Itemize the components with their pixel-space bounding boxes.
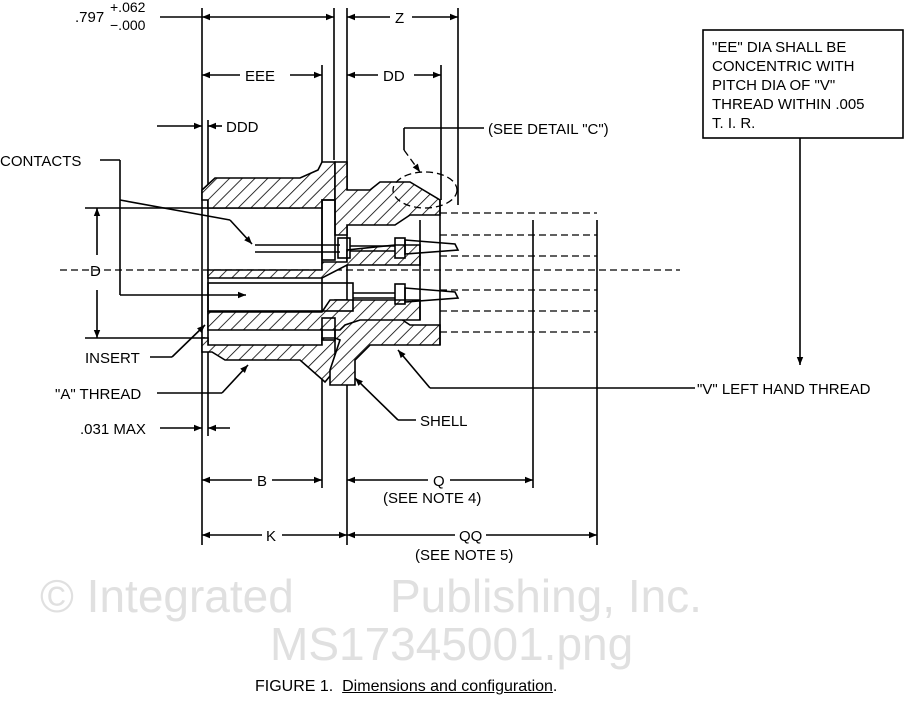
watermark: © Integrated Publishing, Inc. MS17345001…	[40, 570, 702, 670]
dimension-k: K	[202, 528, 347, 545]
svg-text:Q: Q	[433, 473, 445, 490]
dimension-overall: .797 +.062 −.000	[75, 0, 334, 33]
svg-text:Z: Z	[395, 10, 404, 27]
svg-text:PITCH DIA OF "V": PITCH DIA OF "V"	[712, 77, 835, 94]
svg-text:DDD: DDD	[226, 119, 259, 136]
svg-text:"A" THREAD: "A" THREAD	[55, 386, 141, 403]
svg-text:CONTACTS: CONTACTS	[0, 153, 81, 170]
svg-text:(SEE NOTE 5): (SEE NOTE 5)	[415, 547, 513, 564]
extension-lines	[85, 8, 598, 545]
concentricity-note-box: "EE" DIA SHALL BE CONCENTRIC WITH PITCH …	[702, 29, 904, 365]
svg-text:.031 MAX: .031 MAX	[80, 421, 146, 438]
svg-text:D: D	[90, 263, 101, 280]
connector-section	[201, 161, 460, 386]
svg-text:(SEE DETAIL "C"): (SEE DETAIL "C")	[488, 121, 609, 138]
svg-text:THREAD WITHIN .005: THREAD WITHIN .005	[712, 96, 865, 113]
svg-text:SHELL: SHELL	[420, 413, 468, 430]
callout-a-thread: "A" THREAD	[55, 364, 249, 403]
dimension-dd: DD	[347, 68, 441, 85]
svg-text:K: K	[266, 528, 276, 545]
dimension-qq: QQ (SEE NOTE 5)	[347, 528, 597, 564]
dimension-q: Q (SEE NOTE 4)	[347, 473, 533, 507]
svg-text:.797: .797	[75, 9, 104, 26]
dimension-z: Z	[347, 10, 458, 27]
svg-text:(SEE NOTE 4): (SEE NOTE 4)	[383, 490, 481, 507]
dimension-d: D	[90, 208, 101, 338]
svg-text:© Integrated: © Integrated	[40, 570, 294, 622]
svg-text:+.062: +.062	[110, 0, 146, 15]
figure-caption-end: .	[552, 678, 558, 695]
svg-text:INSERT: INSERT	[85, 350, 140, 367]
dimension-031-max: .031 MAX	[80, 421, 230, 438]
svg-text:B: B	[257, 473, 267, 490]
svg-text:QQ: QQ	[459, 528, 482, 545]
detail-c-marker	[392, 171, 458, 209]
dimension-b: B	[202, 473, 322, 490]
figure-number: FIGURE 1.	[255, 678, 334, 695]
svg-text:EEE: EEE	[245, 68, 275, 85]
svg-text:DD: DD	[383, 68, 405, 85]
callout-contacts: CONTACTS	[0, 153, 253, 299]
svg-text:CONCENTRIC WITH: CONCENTRIC WITH	[712, 58, 855, 75]
callout-shell: SHELL	[354, 377, 468, 430]
svg-text:MS17345001.png: MS17345001.png	[270, 618, 633, 670]
figure-caption: FIGURE 1. Dimensions and configuration.	[255, 678, 557, 696]
svg-text:T. I. R.: T. I. R.	[712, 115, 755, 132]
callout-insert: INSERT	[85, 324, 206, 367]
svg-text:"EE" DIA SHALL BE: "EE" DIA SHALL BE	[712, 39, 846, 56]
figure-title: Dimensions and configuration	[342, 678, 553, 695]
thread-projection	[440, 212, 597, 333]
dimension-ddd: DDD	[157, 119, 259, 136]
svg-text:−.000: −.000	[110, 17, 146, 33]
svg-text:"V" LEFT HAND THREAD: "V" LEFT HAND THREAD	[697, 381, 871, 398]
callout-detail-c: (SEE DETAIL "C")	[403, 121, 609, 173]
callout-v-thread: "V" LEFT HAND THREAD	[397, 349, 871, 398]
dimension-eee: EEE	[202, 68, 322, 85]
svg-text:Publishing, Inc.: Publishing, Inc.	[390, 570, 702, 622]
